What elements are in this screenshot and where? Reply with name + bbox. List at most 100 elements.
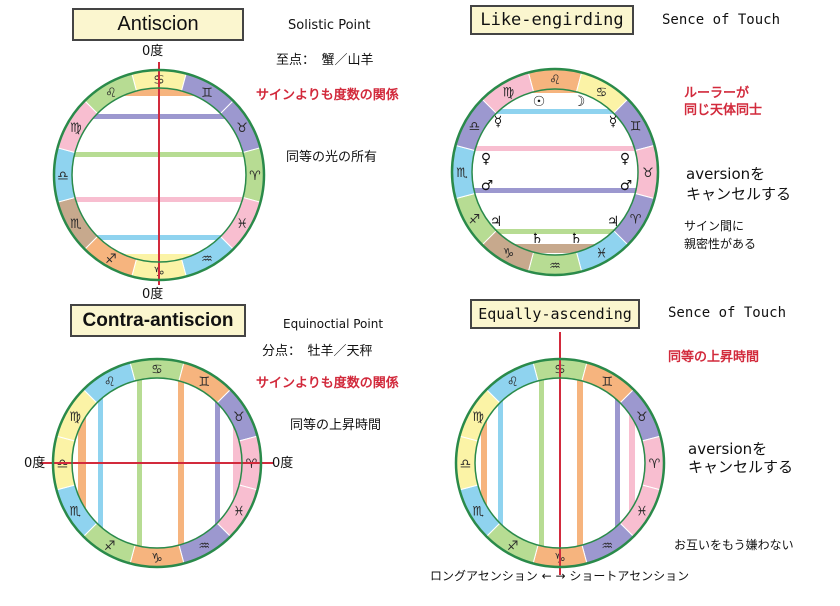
like-engirding-line-brown — [472, 244, 638, 253]
like-engirding-zodiac-ring: ♌♋♊♉♈♓♒♑♐♏♎♍ — [451, 68, 659, 276]
zodiac-sign-icon: ♌ — [105, 86, 117, 101]
zodiac-sign-icon: ♎ — [57, 457, 69, 472]
equally-ascending-title: Equally-ascending — [470, 299, 640, 329]
zodiac-sign-icon: ♒ — [601, 539, 613, 554]
like-engirding-title: Like-engirding — [470, 5, 634, 35]
jupiter-glyph-right: ♃ — [607, 214, 620, 230]
sun-glyph: ☉ — [533, 94, 546, 110]
zodiac-sign-icon: ♌ — [507, 375, 519, 390]
jupiter-glyph-left: ♃ — [490, 214, 503, 230]
zodiac-sign-icon: ♐ — [105, 252, 117, 267]
zodiac-sign-icon: ♉ — [233, 410, 245, 425]
zodiac-sign-icon: ♊ — [198, 375, 210, 390]
like-engirding-subtitle: Sence of Touch — [662, 12, 781, 28]
like-engirding-aversion-line2: キャンセルする — [686, 185, 792, 203]
zodiac-sign-icon: ♈ — [649, 457, 661, 472]
zodiac-sign-icon: ♏ — [70, 217, 82, 232]
zodiac-sign-icon: ♋ — [596, 85, 608, 100]
equally-ascending-line-orange-left — [481, 378, 487, 548]
like-engirding-ruler-line2: 同じ天体同士 — [684, 103, 763, 118]
antiscion-zodiac-ring: ♋♊♉♈♓♒♑♐♏♎♍♌ — [53, 69, 265, 281]
zodiac-sign-icon: ♍ — [472, 410, 484, 425]
contra-antiscion-line-orange — [178, 378, 184, 548]
antiscion-zero-bottom: 0度 — [142, 287, 164, 302]
zodiac-sign-icon: ♊ — [630, 120, 642, 135]
equally-ascending-aversion-line2: キャンセルする — [688, 458, 794, 476]
contra-antiscion-title: Contra-antiscion — [70, 304, 246, 337]
mercury-glyph-left: ☿ — [494, 114, 503, 130]
zodiac-sign-icon: ♍ — [70, 121, 82, 136]
antiscion-subtitle: Solistic Point — [288, 18, 371, 33]
zodiac-sign-icon: ♉ — [236, 121, 248, 136]
zodiac-sign-icon: ♌ — [104, 375, 116, 390]
equally-ascending-line-purple — [615, 378, 620, 548]
equally-ascending-outer-rim — [454, 357, 666, 569]
antiscion-note: 同等の光の所有 — [286, 150, 378, 165]
moon-glyph: ☽ — [573, 94, 586, 110]
like-engirding-inner-disc — [472, 89, 638, 255]
zodiac-sign-icon: ♈ — [630, 213, 642, 228]
like-engirding-line-orange — [472, 89, 638, 93]
contra-antiscion-zero-left: 0度 — [24, 456, 46, 471]
equally-ascending-line-orange — [577, 378, 583, 548]
contra-antiscion-note: 同等の上昇時間 — [290, 418, 382, 433]
zodiac-sign-icon: ♊ — [201, 86, 213, 101]
zodiac-sign-icon: ♑ — [151, 552, 163, 567]
zodiac-sign-icon: ♉ — [636, 410, 648, 425]
contra-antiscion-subtitle: Equinoctial Point — [283, 317, 384, 331]
zodiac-sign-icon: ♏ — [69, 504, 81, 519]
contra-antiscion-relation-label: サインよりも度数の関係 — [256, 376, 399, 391]
contra-antiscion-wheel: ♋♊♉♈♓♒♑♐♏♎♍♌ — [40, 357, 274, 569]
mars-glyph-right: ♂ — [620, 178, 633, 194]
zodiac-sign-icon: ♍ — [69, 410, 81, 425]
contra-antiscion-equinox-label: 分点： 牡羊／天秤 — [262, 344, 373, 359]
like-engirding-inner-rim — [471, 88, 639, 256]
antiscion-title: Antiscion — [72, 8, 244, 41]
equally-ascending-inner-rim — [474, 377, 646, 549]
like-engirding-wheel: ♌♋♊♉♈♓♒♑♐♏♎♍ ☉ ☽ ☿ ☿ ♀ ♀ ♂ ♂ ♃ ♃ ♄ ♄ — [450, 67, 660, 277]
equally-ascending-line-pink — [629, 378, 635, 548]
zodiac-sign-icon: ♓ — [636, 504, 648, 519]
contra-antiscion-inner-rim — [71, 377, 243, 549]
equally-ascending-line-blue — [498, 378, 503, 548]
like-engirding-intimacy-line1: サイン間に — [684, 219, 745, 233]
zodiac-sign-icon: ♌ — [549, 73, 561, 88]
like-engirding-line-blue — [472, 109, 638, 114]
contra-antiscion-outer-rim — [51, 357, 263, 569]
like-engirding-aversion-line1: aversionを — [686, 165, 766, 183]
zodiac-sign-icon: ♎ — [57, 169, 69, 184]
equally-ascending-aversion-line1: aversionを — [688, 440, 768, 458]
zodiac-sign-icon: ♎ — [460, 457, 472, 472]
antiscion-zero-top: 0度 — [142, 44, 164, 59]
equally-ascending-wheel: ♋♊♉♈♓♒♑♐♏♎♍♌ — [454, 332, 666, 575]
contra-antiscion-line-green — [137, 378, 142, 548]
like-engirding-line-green — [472, 229, 638, 234]
venus-glyph-right: ♀ — [620, 151, 630, 167]
like-engirding-outer-rim — [450, 67, 660, 277]
like-engirding-line-purple — [472, 188, 638, 193]
contra-antiscion-zero-right: 0度 — [272, 456, 294, 471]
like-engirding-intimacy-line2: 親密性がある — [684, 237, 757, 251]
zodiac-sign-icon: ♑ — [503, 247, 515, 262]
zodiac-sign-icon: ♐ — [469, 213, 481, 228]
like-engirding-line-pink — [472, 146, 638, 151]
saturn-glyph-right: ♄ — [570, 231, 583, 247]
mercury-glyph-right: ☿ — [609, 114, 618, 130]
antiscion-wheel: ♋♊♉♈♓♒♑♐♏♎♍♌ — [52, 62, 266, 285]
saturn-glyph-left: ♄ — [531, 231, 544, 247]
zodiac-sign-icon: ♍ — [503, 85, 515, 100]
zodiac-sign-icon: ♒ — [549, 259, 561, 274]
zodiac-sign-icon: ♓ — [596, 247, 608, 262]
equally-ascending-subtitle: Sence of Touch — [668, 305, 787, 321]
zodiac-sign-icon: ♈ — [246, 457, 258, 472]
equally-ascending-mutual-label: お互いをもう嫌わない — [674, 538, 794, 552]
zodiac-sign-icon: ♒ — [201, 252, 213, 267]
zodiac-sign-icon: ♈ — [249, 169, 261, 184]
equally-ascending-axis-label: ロングアセンション ← → ショートアセンション — [430, 569, 690, 583]
antiscion-relation-label: サインよりも度数の関係 — [256, 88, 399, 103]
zodiac-sign-icon: ♐ — [104, 539, 116, 554]
zodiac-sign-icon: ♉ — [642, 166, 654, 181]
zodiac-sign-icon: ♊ — [601, 375, 613, 390]
zodiac-sign-icon: ♓ — [233, 504, 245, 519]
